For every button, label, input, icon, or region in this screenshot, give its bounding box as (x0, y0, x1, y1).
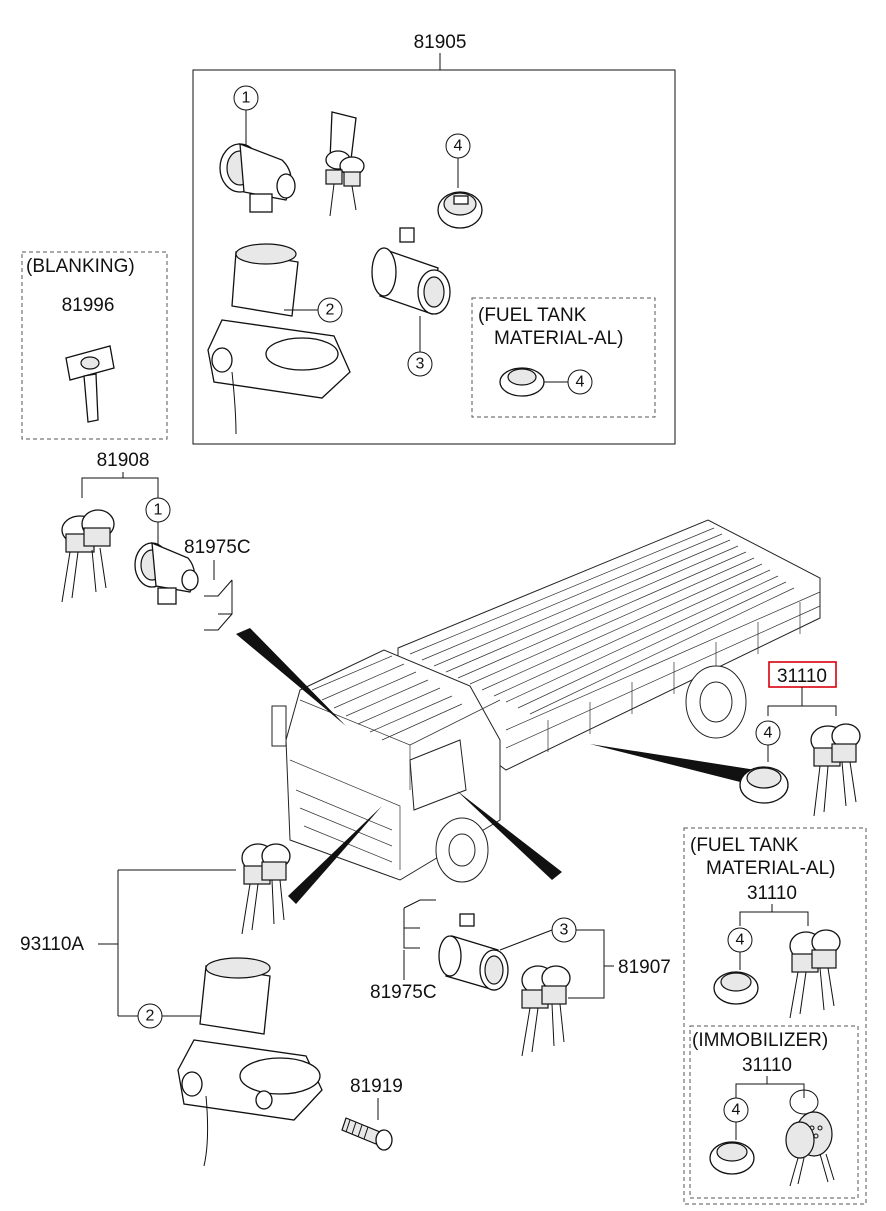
key-pair-right-icon[interactable] (521, 965, 571, 1057)
part-number-31110-immo[interactable]: 31110 (742, 1055, 792, 1076)
part-number-81975c-left[interactable]: 81975C (184, 537, 251, 558)
screw-group: 81919 (341, 1076, 403, 1151)
svg-text:2: 2 (146, 1008, 155, 1025)
fuel-tank-al-label-2: MATERIAL-AL) (706, 858, 836, 879)
svg-text:4: 4 (454, 138, 463, 155)
svg-text:2: 2 (326, 302, 335, 319)
fuel-tank-al-box-top (471, 297, 656, 418)
svg-text:4: 4 (732, 1102, 741, 1119)
blank-key-icon[interactable] (65, 345, 115, 423)
immobilizer-key-pair-icon[interactable] (785, 1089, 835, 1187)
key-pair-icon[interactable] (325, 111, 365, 217)
part-number-31110[interactable]: 31110 (777, 666, 827, 687)
part-number-81975c-right[interactable]: 81975C (370, 982, 437, 1003)
part-number-93110a[interactable]: 93110A (20, 934, 84, 955)
key-pair-ignition-icon[interactable] (241, 843, 291, 935)
fuel-tank-al-group: (FUEL TANK MATERIAL-AL) 31110 4 (IMMOBIL… (683, 827, 867, 1205)
ignition-lock-assembly-icon[interactable] (177, 957, 323, 1167)
part-number-81908[interactable]: 81908 (97, 450, 150, 471)
lock-set-frame (192, 69, 676, 445)
part-number-81905[interactable]: 81905 (414, 32, 467, 53)
svg-text:1: 1 (154, 502, 163, 519)
door-lock-cylinder-right-icon[interactable] (438, 913, 509, 991)
door-lock-left-group: 81908 1 81975C (61, 450, 251, 631)
part-number-81907[interactable]: 81907 (618, 957, 671, 978)
door-lock-right-group: 81975C 3 81907 (370, 899, 671, 1057)
part-number-31110-al[interactable]: 31110 (747, 883, 797, 904)
callout-1-left[interactable]: 1 (145, 497, 171, 523)
blanking-label: (BLANKING) (26, 256, 135, 277)
pointer-door-right (456, 790, 562, 880)
blanking-group: (BLANKING) 81996 (21, 251, 168, 440)
part-number-81919[interactable]: 81919 (350, 1076, 403, 1097)
svg-text:1: 1 (242, 90, 251, 107)
key-pair-al-icon[interactable] (789, 929, 841, 1019)
fuel-tank-al-label-top: (FUEL TANK (478, 305, 587, 326)
immobilizer-label: (IMMOBILIZER) (692, 1030, 828, 1051)
fuel-tank-al-box (683, 827, 867, 1205)
pointer-door-left (236, 628, 346, 726)
immobilizer-box (689, 1025, 859, 1199)
fuel-tank-al-label-top-2: MATERIAL-AL) (494, 328, 624, 349)
blanking-box (21, 251, 168, 440)
callout-4-immo[interactable]: 4 (723, 1097, 749, 1123)
tailgate-lock-cylinder-icon[interactable] (371, 227, 451, 315)
lock-set-group: 81905 1 4 (192, 32, 676, 445)
key-pair-31110-icon[interactable] (810, 723, 861, 817)
callout-4-al-top[interactable]: 4 (567, 369, 593, 395)
part-number-81996[interactable]: 81996 (62, 295, 115, 316)
callout-1-top[interactable]: 1 (233, 85, 259, 111)
fuel-cap-key-group: 31110 4 (739, 661, 861, 817)
fuel-tank-al-label: (FUEL TANK (690, 835, 799, 856)
clip-right-icon[interactable] (403, 899, 436, 949)
door-lock-cylinder-icon[interactable] (219, 143, 296, 213)
ignition-lock-icon[interactable] (207, 243, 351, 435)
truck-illustration (271, 519, 821, 883)
key-pair-left-icon[interactable] (61, 509, 115, 603)
callout-4-al[interactable]: 4 (727, 927, 753, 953)
svg-text:4: 4 (576, 374, 585, 391)
callout-4-top[interactable]: 4 (445, 133, 471, 159)
callout-4-fuel[interactable]: 4 (755, 720, 781, 746)
svg-text:4: 4 (736, 932, 745, 949)
pointer-ignition (288, 806, 382, 904)
svg-text:3: 3 (560, 922, 569, 939)
screw-icon[interactable] (341, 1117, 393, 1151)
fuel-cap-al-31110-icon[interactable] (713, 971, 759, 1005)
callout-3-right[interactable]: 3 (551, 917, 577, 943)
svg-text:4: 4 (764, 725, 773, 742)
fuel-cap-immo-icon[interactable] (709, 1141, 755, 1175)
door-lock-cylinder-left-icon[interactable] (134, 541, 199, 605)
fuel-cap-icon[interactable] (437, 191, 483, 229)
clip-left-icon[interactable] (204, 579, 233, 631)
fuel-cap-al-icon[interactable] (499, 367, 545, 397)
callout-3-top[interactable]: 3 (407, 351, 433, 377)
pointer-fuel-cap (590, 744, 756, 786)
callout-2-top[interactable]: 2 (317, 297, 343, 323)
callout-2-ignition[interactable]: 2 (137, 1003, 163, 1029)
fuel-cap-31110-icon[interactable] (739, 766, 789, 804)
svg-text:3: 3 (416, 356, 425, 373)
ignition-set-group: 93110A 2 (20, 843, 323, 1167)
